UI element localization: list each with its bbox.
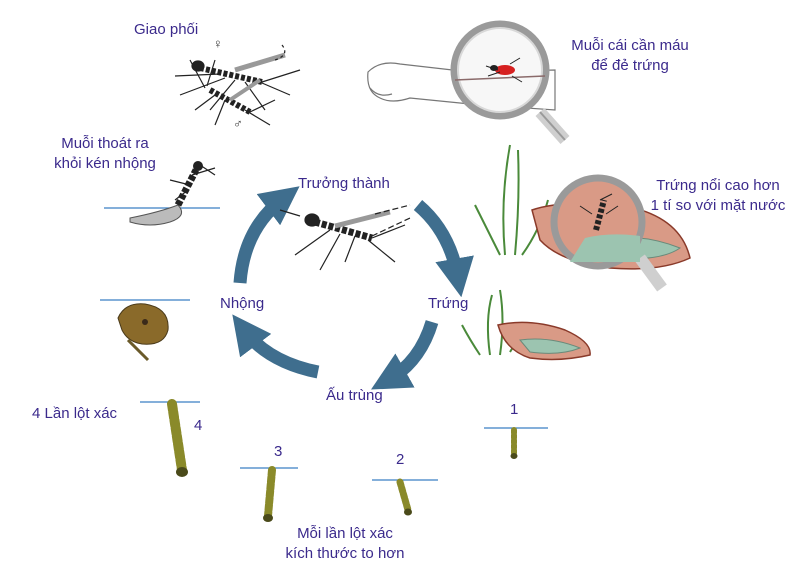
label-eggs-float: Trứng nổi cao hơn 1 tí so với mặt nước bbox=[640, 176, 796, 216]
label-grow: Mỗi lần lột xác kích thước to hơn bbox=[270, 524, 420, 564]
label-eggs-float-line2: 1 tí so với mặt nước bbox=[650, 197, 786, 214]
male-symbol-icon: ♂ bbox=[233, 116, 243, 131]
label-emerge: Muỗi thoát ra khỏi kén nhộng bbox=[40, 134, 170, 174]
label-blood-line2: để đẻ trứng bbox=[591, 57, 669, 74]
female-symbol-icon: ♀ bbox=[213, 36, 223, 51]
larva-instar-1-icon bbox=[484, 427, 548, 459]
label-instar-4: 4 bbox=[194, 417, 203, 434]
label-pupa: Nhộng bbox=[220, 295, 265, 312]
label-mating: Giao phối bbox=[134, 21, 199, 38]
label-blood-meal: Muỗi cái cần máu để đẻ trứng bbox=[560, 36, 700, 76]
larva-instar-3-icon bbox=[240, 466, 298, 522]
arrow-pupa-to-adult bbox=[233, 186, 300, 284]
label-instar-3: 3 bbox=[274, 443, 283, 460]
arrow-egg-to-larva bbox=[371, 319, 439, 390]
label-emerge-line2: khỏi kén nhộng bbox=[54, 155, 156, 172]
larva-instar-2-icon bbox=[372, 478, 438, 516]
label-molt4: 4 Lần lột xác bbox=[32, 405, 118, 422]
mating-mosquitoes-icon bbox=[174, 44, 301, 126]
label-egg: Trứng bbox=[428, 295, 469, 312]
label-instar-1: 1 bbox=[510, 401, 519, 418]
pupa-icon bbox=[100, 299, 190, 362]
label-grow-line2: kích thước to hơn bbox=[285, 545, 405, 562]
label-adult: Trưởng thành bbox=[298, 175, 390, 192]
label-larva: Ấu trùng bbox=[326, 387, 383, 404]
basin-small-icon bbox=[497, 321, 591, 361]
label-grow-line1: Mỗi lần lột xác bbox=[297, 525, 393, 542]
larva-instar-4-icon bbox=[140, 399, 200, 477]
cycle-arrows bbox=[232, 186, 474, 390]
label-instar-2: 2 bbox=[396, 451, 405, 468]
emerging-mosquito-icon bbox=[104, 161, 220, 226]
magnifier-icon bbox=[450, 20, 570, 144]
magnifier-egg-icon bbox=[550, 174, 667, 292]
label-eggs-float-line1: Trứng nổi cao hơn bbox=[656, 177, 780, 194]
arrow-adult-to-egg bbox=[413, 200, 474, 298]
label-emerge-line1: Muỗi thoát ra bbox=[61, 135, 149, 152]
arrow-larva-to-pupa bbox=[232, 314, 320, 379]
adult-mosquito-icon bbox=[279, 204, 411, 271]
label-blood-line1: Muỗi cái cần máu bbox=[571, 37, 689, 54]
